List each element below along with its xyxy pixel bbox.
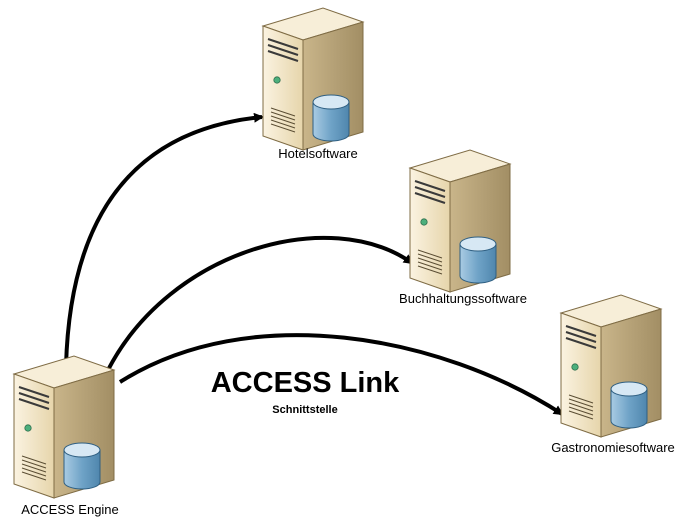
hotel-label: Hotelsoftware [278, 146, 358, 161]
gastronomie-label: Gastronomiesoftware [551, 440, 675, 455]
arrow-engine-to-hotel [64, 112, 264, 367]
gastronomie-server-icon [560, 294, 662, 438]
link-subtitle: Schnittstelle [272, 404, 338, 416]
arrow-engine-to-buchhaltung [106, 235, 414, 371]
buchhaltung-label: Buchhaltungssoftware [399, 291, 527, 306]
engine-label: ACCESS Engine [21, 502, 119, 517]
buchhaltung-server-icon [409, 149, 511, 293]
link-title: ACCESS Link [210, 367, 400, 399]
arrow-engine-to-gastronomie [118, 333, 564, 416]
hotel-server-icon [262, 7, 364, 151]
engine-server-icon [13, 355, 115, 499]
